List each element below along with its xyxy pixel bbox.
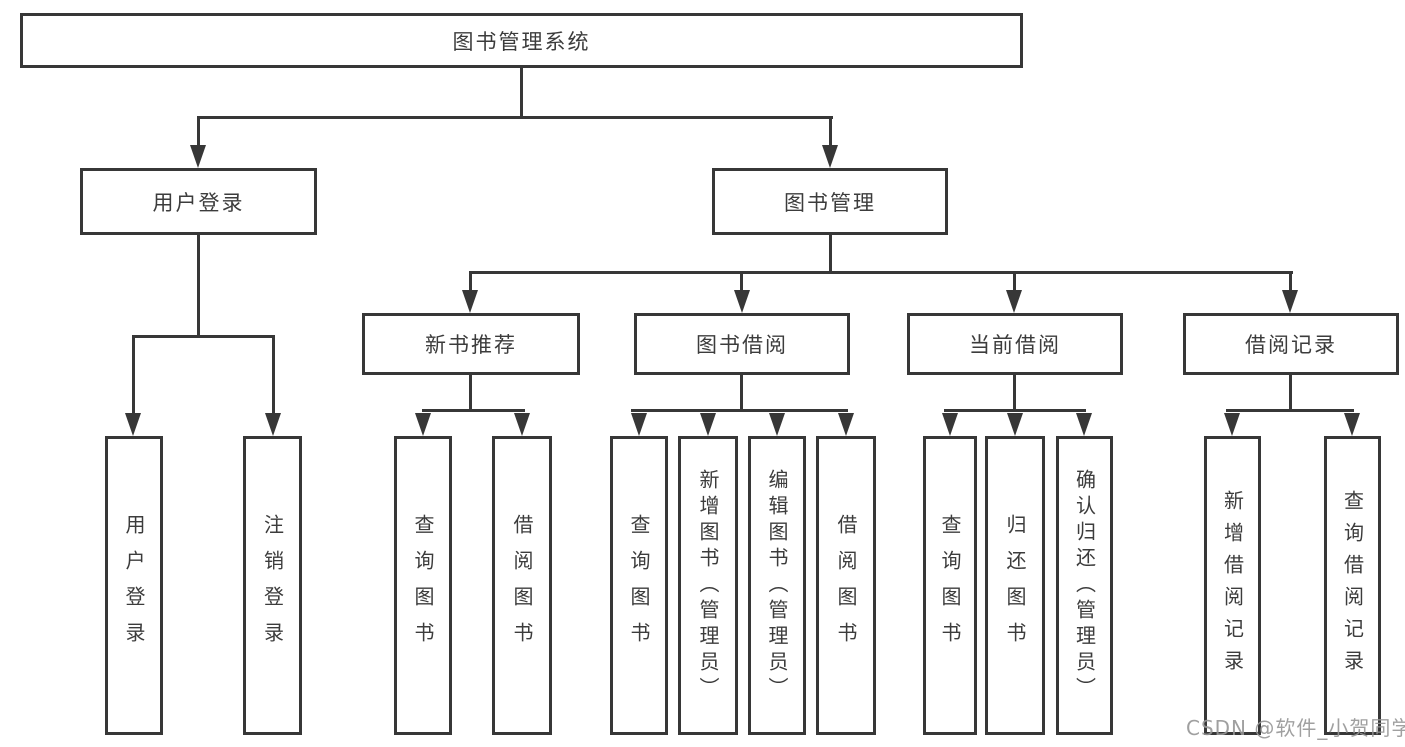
arrowhead-down-icon [822, 145, 838, 168]
connector-drop-section [1013, 271, 1016, 293]
node-current-borrow: 当前借阅 [907, 313, 1123, 375]
leaf-add-book-admin: 新增图书（管理员） [678, 436, 738, 735]
connector-current-borrow-bar [944, 409, 1086, 412]
connector-root-stem [520, 68, 523, 118]
arrowhead-down-icon [700, 413, 716, 436]
arrowhead-down-icon [769, 413, 785, 436]
leaf-add-borrow-record: 新增借阅记录 [1204, 436, 1261, 735]
arrowhead-down-icon [125, 413, 141, 436]
node-book-management: 图书管理 [712, 168, 948, 235]
leaf-borrow-books: 借阅图书 [816, 436, 876, 735]
arrowhead-down-icon [514, 413, 530, 436]
connector-current-borrow-stem [1013, 375, 1016, 412]
arrowhead-down-icon [1282, 290, 1298, 313]
arrowhead-down-icon [734, 290, 750, 313]
connector-drop-section [1289, 271, 1292, 293]
arrowhead-down-icon [190, 145, 206, 168]
connector-borrow-records-bar [1226, 409, 1354, 412]
leaf-edit-book-admin: 编辑图书（管理员） [748, 436, 806, 735]
connector-new-books-stem [469, 375, 472, 412]
leaf-confirm-return-admin: 确认归还（管理员） [1056, 436, 1113, 735]
connector-level3-bar [469, 271, 1293, 274]
connector-drop-book-mgmt [829, 116, 832, 149]
leaf-query-books-recommend: 查询图书 [394, 436, 452, 735]
leaf-query-books-borrow: 查询图书 [610, 436, 668, 735]
connector-new-books-bar [422, 409, 525, 412]
leaf-user-login: 用户登录 [105, 436, 163, 735]
arrowhead-down-icon [631, 413, 647, 436]
connector-user-login-stem [197, 235, 200, 338]
arrowhead-down-icon [1076, 413, 1092, 436]
connector-book-borrow-stem [740, 375, 743, 412]
connector-drop-section [469, 271, 472, 293]
arrowhead-down-icon [1224, 413, 1240, 436]
leaf-logout: 注销登录 [243, 436, 302, 735]
arrowhead-down-icon [415, 413, 431, 436]
connector-book-borrow-bar [631, 409, 848, 412]
connector-drop-section [740, 271, 743, 293]
connector-borrow-records-stem [1289, 375, 1292, 412]
arrowhead-down-icon [1344, 413, 1360, 436]
node-new-book-recommend: 新书推荐 [362, 313, 580, 375]
leaf-query-borrow-record: 查询借阅记录 [1324, 436, 1381, 735]
connector-user-login-bar [132, 335, 275, 338]
node-book-borrow: 图书借阅 [634, 313, 850, 375]
leaf-borrow-books-recommend: 借阅图书 [492, 436, 552, 735]
arrowhead-down-icon [265, 413, 281, 436]
arrowhead-down-icon [1007, 413, 1023, 436]
arrowhead-down-icon [462, 290, 478, 313]
connector-drop-leaf [132, 335, 135, 417]
leaf-query-books-current: 查询图书 [923, 436, 977, 735]
node-user-login: 用户登录 [80, 168, 317, 235]
connector-level2-bar [197, 116, 833, 119]
connector-drop-user-login [197, 116, 200, 149]
csdn-watermark: CSDN @软件_小贺同学 [1186, 716, 1405, 740]
arrowhead-down-icon [838, 413, 854, 436]
node-library-management-system: 图书管理系统 [20, 13, 1023, 68]
leaf-return-book: 归还图书 [985, 436, 1045, 735]
connector-drop-leaf [272, 335, 275, 417]
connector-book-mgmt-stem [829, 235, 832, 274]
arrowhead-down-icon [942, 413, 958, 436]
node-borrow-records: 借阅记录 [1183, 313, 1399, 375]
arrowhead-down-icon [1006, 290, 1022, 313]
